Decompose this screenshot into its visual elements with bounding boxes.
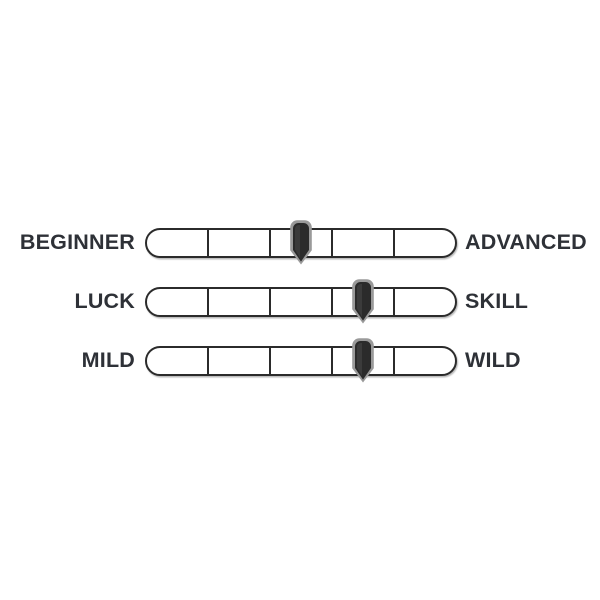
slider-segment[interactable] — [147, 289, 209, 315]
slider-segment[interactable] — [271, 230, 333, 256]
slider-left-label-mild-wild: MILD — [81, 348, 135, 373]
slider-segment[interactable] — [333, 289, 395, 315]
slider-segment[interactable] — [271, 348, 333, 374]
slider-row-mild-wild: MILD WILD — [0, 333, 600, 389]
slider-track-luck-skill[interactable] — [145, 274, 457, 330]
slider-handle-luck-skill[interactable] — [348, 274, 378, 330]
slider-segment[interactable] — [395, 230, 455, 256]
slider-track-difficulty[interactable] — [145, 215, 457, 271]
slider-segment[interactable] — [209, 348, 271, 374]
slider-segment[interactable] — [333, 230, 395, 256]
slider-segment[interactable] — [395, 348, 455, 374]
slider-right-label-mild-wild: WILD — [465, 348, 521, 373]
slider-left-label-luck-skill: LUCK — [74, 289, 135, 314]
slider-left-label-difficulty: BEGINNER — [19, 230, 135, 255]
slider-row-difficulty: BEGINNER ADVANCED — [0, 215, 600, 271]
slider-segment[interactable] — [271, 289, 333, 315]
slider-segment[interactable] — [209, 230, 271, 256]
slider-track-body[interactable] — [145, 346, 457, 376]
slider-segment[interactable] — [395, 289, 455, 315]
slider-segment[interactable] — [333, 348, 395, 374]
slider-handle-difficulty[interactable] — [286, 215, 316, 271]
slider-right-label-luck-skill: SKILL — [465, 289, 529, 314]
slider-track-body[interactable] — [145, 287, 457, 317]
slider-segment[interactable] — [147, 348, 209, 374]
slider-track-mild-wild[interactable] — [145, 333, 457, 389]
slider-row-luck-skill: LUCK SKILL — [0, 274, 600, 330]
slider-segment[interactable] — [209, 289, 271, 315]
slider-handle-mild-wild[interactable] — [348, 333, 378, 389]
slider-segment[interactable] — [147, 230, 209, 256]
slider-right-label-difficulty: ADVANCED — [465, 230, 587, 255]
